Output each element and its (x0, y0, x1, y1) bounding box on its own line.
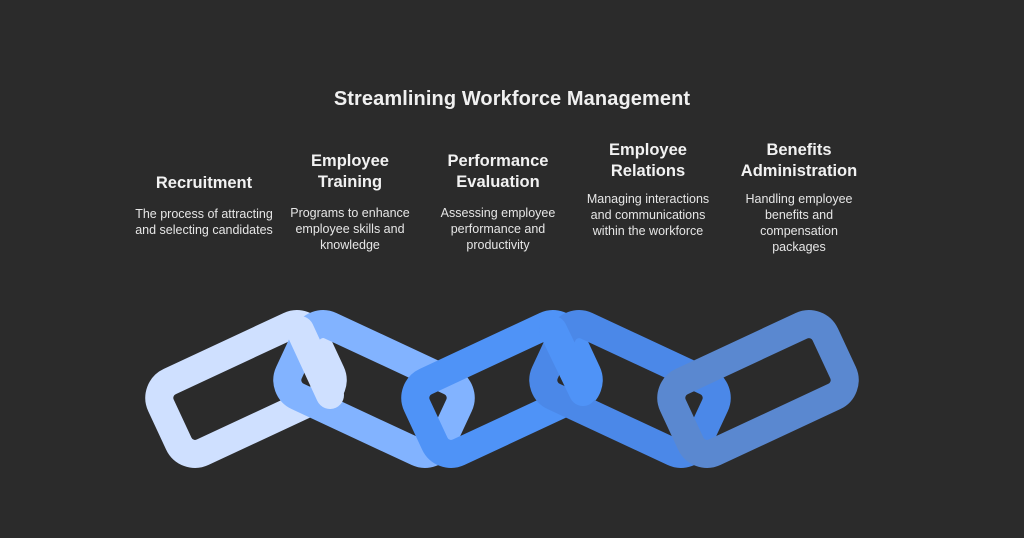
stage-employee-relations: Employee Relations Managing interactions… (573, 140, 723, 239)
stage-heading: Benefits Administration (740, 141, 858, 180)
stage-benefits-administration: Benefits Administration Handling employe… (724, 140, 874, 255)
stage-description: Managing interactions and communications… (586, 192, 710, 238)
stage-description: Assessing employee performance and produ… (440, 206, 556, 252)
stage-description: Handling employee benefits and compensat… (745, 192, 853, 254)
stage-heading: Employee Training (311, 152, 389, 191)
stage-heading: Performance Evaluation (447, 152, 549, 191)
chain-interlock-overlays (286, 316, 597, 409)
stage-description: The process of attracting and selecting … (135, 207, 273, 237)
diagram-title: Streamlining Workforce Management (333, 88, 691, 110)
chain-link-5 (657, 310, 859, 468)
stage-description: Programs to enhance employee skills and … (290, 206, 410, 252)
stage-heading: Employee Relations (609, 141, 687, 180)
stage-recruitment: Recruitment The process of attracting an… (129, 173, 279, 238)
stage-employee-training: Employee Training Programs to enhance em… (275, 151, 425, 253)
stage-performance-evaluation: Performance Evaluation Assessing employe… (423, 151, 573, 253)
stage-heading: Recruitment (155, 174, 253, 192)
